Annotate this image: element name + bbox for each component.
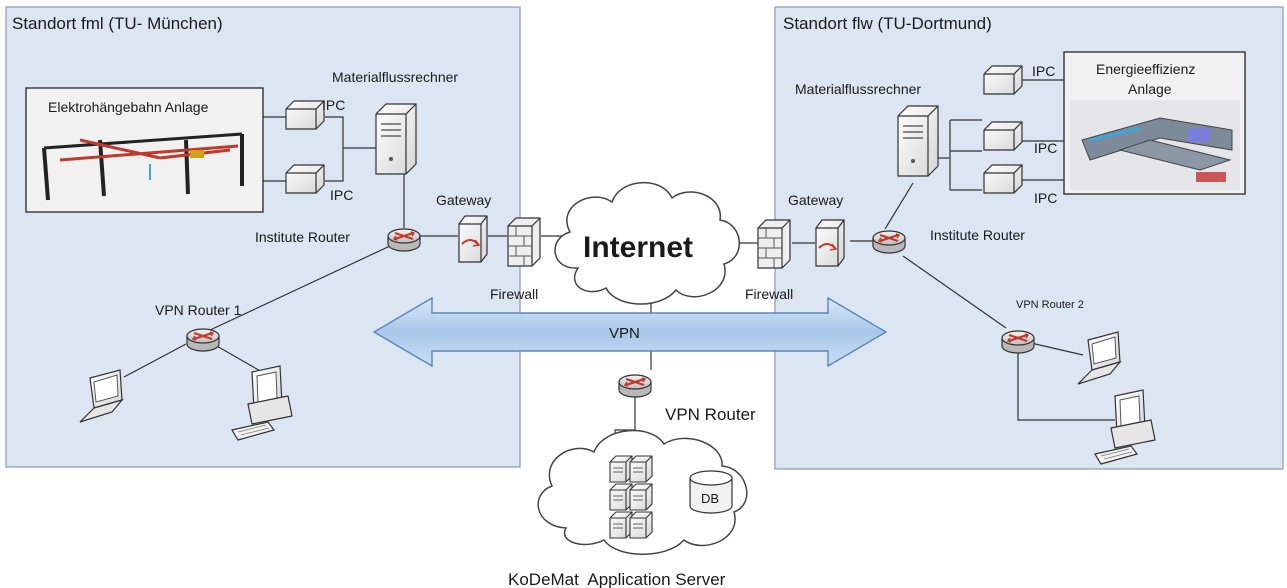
server-unit-icon [629, 455, 653, 483]
left-ipc-label-1: IPC [322, 97, 345, 113]
server-caption: KoDeMat Application Server [508, 570, 726, 588]
left-firewall-label: Firewall [490, 286, 538, 302]
center-vpn-router-label: VPN Router [665, 405, 756, 424]
vpn-tunnel-arrow [372, 296, 888, 368]
left-gateway-icon [458, 215, 488, 263]
server-unit-icon [609, 455, 633, 483]
right-material-flow-computer-icon [897, 105, 939, 177]
server-unit-icon [629, 511, 653, 539]
left-vpn-router-1-icon [185, 327, 221, 353]
right-gateway-label: Gateway [788, 192, 843, 208]
monorail-illustration [42, 132, 244, 201]
right-ipc-label-1: IPC [1032, 63, 1055, 79]
right-site-title: Standort flw (TU-Dortmund) [783, 14, 992, 33]
internet-cloud: Internet [554, 182, 740, 305]
db-label: DB [701, 491, 719, 506]
right-institute-router-icon [871, 229, 907, 255]
left-plant-label: Elektrohängebahn Anlage [48, 99, 209, 115]
center-vpn-router-icon [617, 373, 653, 399]
right-plant-label-line1: Energieeffizienz [1096, 61, 1195, 77]
left-site-title: Standort fml (TU- München) [12, 14, 223, 33]
left-ipc-label-2: IPC [330, 187, 353, 203]
left-vpn-router-label: VPN Router 1 [155, 302, 242, 318]
right-ipc-label-3: IPC [1034, 190, 1057, 206]
right-firewall-label: Firewall [745, 286, 793, 302]
right-vpn-router-2-icon [1000, 329, 1036, 355]
left-plant-box: Elektrohängebahn Anlage [25, 87, 264, 213]
right-ipc-1-icon [983, 65, 1023, 95]
left-gateway-label: Gateway [436, 192, 491, 208]
application-server-rack [609, 455, 653, 539]
right-gateway-icon [815, 219, 845, 267]
server-unit-icon [609, 483, 633, 511]
right-ipc-label-2: IPC [1034, 140, 1057, 156]
server-unit-icon [609, 511, 633, 539]
left-firewall-icon [507, 217, 541, 267]
right-router-label: Institute Router [930, 227, 1025, 243]
right-plant-label-line2: Anlage [1128, 81, 1172, 97]
database-icon [689, 470, 733, 514]
conveyor-illustration [1070, 100, 1240, 190]
left-router-label: Institute Router [255, 229, 350, 245]
left-material-flow-computer-icon [375, 103, 417, 175]
right-mfc-label: Materialflussrechner [795, 81, 921, 97]
left-ipc-1-icon [285, 100, 325, 130]
right-ipc-3-icon [983, 164, 1023, 194]
left-mfc-label: Materialflussrechner [332, 69, 458, 85]
right-vpn-router-label: VPN Router 2 [1016, 299, 1084, 311]
vpn-label: VPN [609, 325, 640, 342]
right-plant-box: Energieeffizienz Anlage [1063, 51, 1246, 195]
internet-label: Internet [583, 231, 693, 264]
left-ipc-2-icon [285, 164, 325, 194]
left-institute-router-icon [386, 227, 422, 253]
connection-lines [123, 79, 1115, 486]
server-unit-icon [629, 483, 653, 511]
right-firewall-icon [757, 219, 791, 269]
right-ipc-2-icon [983, 121, 1023, 151]
